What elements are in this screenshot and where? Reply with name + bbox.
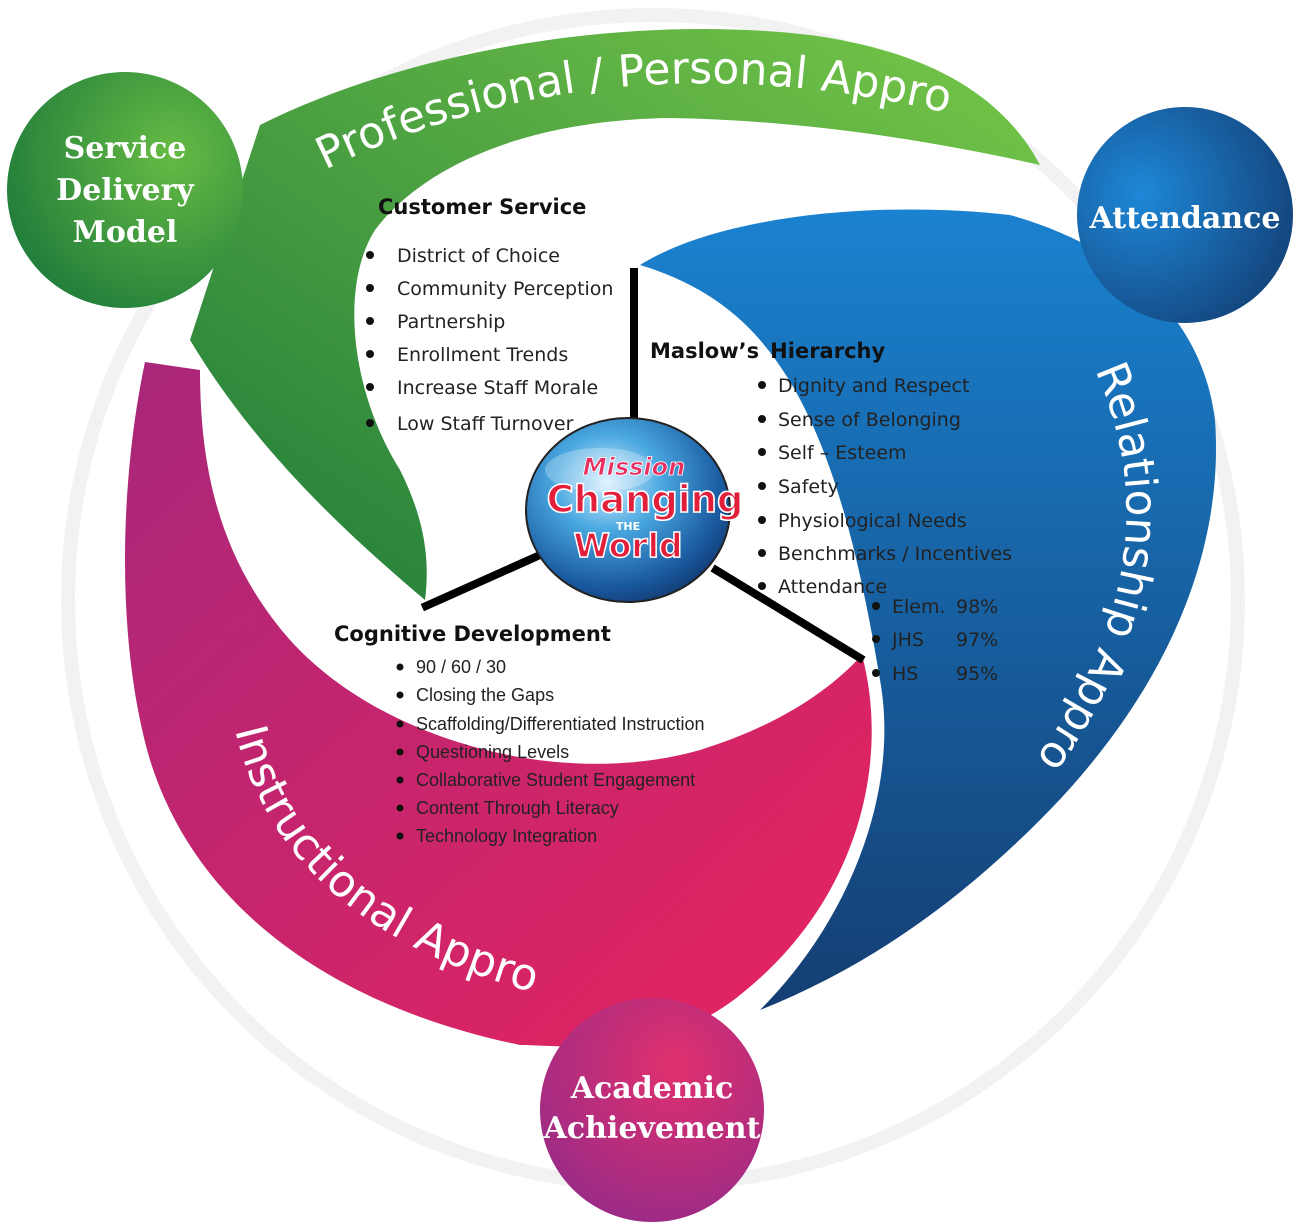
attendance-rate-value: 97% xyxy=(956,629,998,651)
maslows-hierarchy-title: Maslow’s Hierarchy xyxy=(650,339,885,363)
customer-service-item: Low Staff Turnover xyxy=(397,413,574,435)
cognitive-item: Content Through Literacy xyxy=(416,798,619,818)
customer-service-item: Enrollment Trends xyxy=(397,344,568,366)
maslow-bullet xyxy=(758,415,766,423)
maslow-bullet xyxy=(758,582,766,590)
cognitive-bullet xyxy=(396,691,404,699)
mission-changing-the-world-logo: Mission Changing THE World xyxy=(525,417,744,603)
cognitive-item: Closing the Gaps xyxy=(416,685,554,705)
academic-achievement-node: Academic Achievement xyxy=(540,998,764,1222)
logo-world-text: World xyxy=(573,526,682,565)
maslow-item: Benchmarks / Incentives xyxy=(778,543,1012,565)
customer-service-item: Community Perception xyxy=(397,278,613,300)
maslow-item: Sense of Belonging xyxy=(778,409,961,431)
maslow-bullet xyxy=(758,516,766,524)
cognitive-bullet xyxy=(396,776,404,784)
cognitive-development-section: Cognitive Development 90 / 60 / 30 Closin… xyxy=(334,622,705,846)
customer-service-item: Partnership xyxy=(397,311,505,333)
attendance-rate-bullet xyxy=(872,602,880,610)
cognitive-bullet xyxy=(396,663,404,671)
cognitive-item: Scaffolding/Differentiated Instruction xyxy=(416,714,705,734)
service-delivery-line-1: Service xyxy=(64,131,187,166)
maslow-item: Safety xyxy=(778,476,839,498)
maslow-bullet xyxy=(758,549,766,557)
maslow-item: Attendance xyxy=(778,576,887,598)
cognitive-item: Collaborative Student Engagement xyxy=(416,770,695,790)
maslow-item: Self – Esteem xyxy=(778,442,907,464)
professional-approach-arc xyxy=(190,29,1040,600)
connector-left xyxy=(420,549,546,612)
cognitive-bullet xyxy=(396,832,404,840)
service-delivery-line-3: Model xyxy=(73,215,178,250)
cognitive-bullet xyxy=(396,804,404,812)
customer-service-item: District of Choice xyxy=(397,245,560,267)
maslow-bullet xyxy=(758,448,766,456)
service-delivery-model-node: Service Delivery Model xyxy=(7,72,243,308)
logo-changing-text: Changing xyxy=(547,478,744,521)
attendance-rate-bullet xyxy=(872,635,880,643)
attendance-rate-level: HS xyxy=(892,663,918,685)
attendance-rate-level: JHS xyxy=(891,629,924,651)
service-delivery-line-2: Delivery xyxy=(56,173,195,208)
cognitive-bullet xyxy=(396,720,404,728)
academic-achievement-line-1: Academic xyxy=(570,1071,733,1106)
attendance-node-label: Attendance xyxy=(1089,201,1281,236)
cognitive-bullet xyxy=(396,748,404,756)
cognitive-development-title: Cognitive Development xyxy=(334,622,611,646)
cognitive-item: 90 / 60 / 30 xyxy=(416,657,506,677)
logo-the-text: THE xyxy=(616,520,640,533)
maslow-item: Dignity and Respect xyxy=(778,375,969,397)
relationship-approach-arc xyxy=(640,209,1217,1010)
attendance-rate-level: Elem. xyxy=(892,596,946,618)
maslows-title-part-b: Hierarchy xyxy=(770,339,885,363)
cognitive-item: Questioning Levels xyxy=(416,742,569,762)
customer-service-item: Increase Staff Morale xyxy=(397,377,598,399)
instructional-approach-arc xyxy=(125,362,872,1047)
maslows-hierarchy-section: Maslow’s Hierarchy Dignity and RespectSe… xyxy=(650,339,1012,685)
maslow-item: Physiological Needs xyxy=(778,510,967,532)
maslow-bullet xyxy=(758,381,766,389)
customer-service-title: Customer Service xyxy=(378,195,586,219)
maslows-title-part-a: Maslow’s xyxy=(650,339,759,363)
attendance-rate-value: 98% xyxy=(956,596,998,618)
academic-achievement-line-2: Achievement xyxy=(543,1111,761,1146)
logo-mission-text: Mission xyxy=(583,453,685,481)
customer-service-bullet xyxy=(366,350,374,358)
customer-service-bullet xyxy=(366,419,374,427)
cognitive-item: Technology Integration xyxy=(416,826,597,846)
attendance-rate-bullet xyxy=(872,669,880,677)
customer-service-bullet xyxy=(366,317,374,325)
customer-service-bullet xyxy=(366,383,374,391)
customer-service-section: Customer Service District of ChoiceCommu… xyxy=(366,195,613,435)
customer-service-bullet xyxy=(366,251,374,259)
attendance-rate-value: 95% xyxy=(956,663,998,685)
connector-right xyxy=(710,564,866,664)
maslow-bullet xyxy=(758,482,766,490)
customer-service-bullet xyxy=(366,284,374,292)
attendance-node: Attendance xyxy=(1077,107,1293,323)
